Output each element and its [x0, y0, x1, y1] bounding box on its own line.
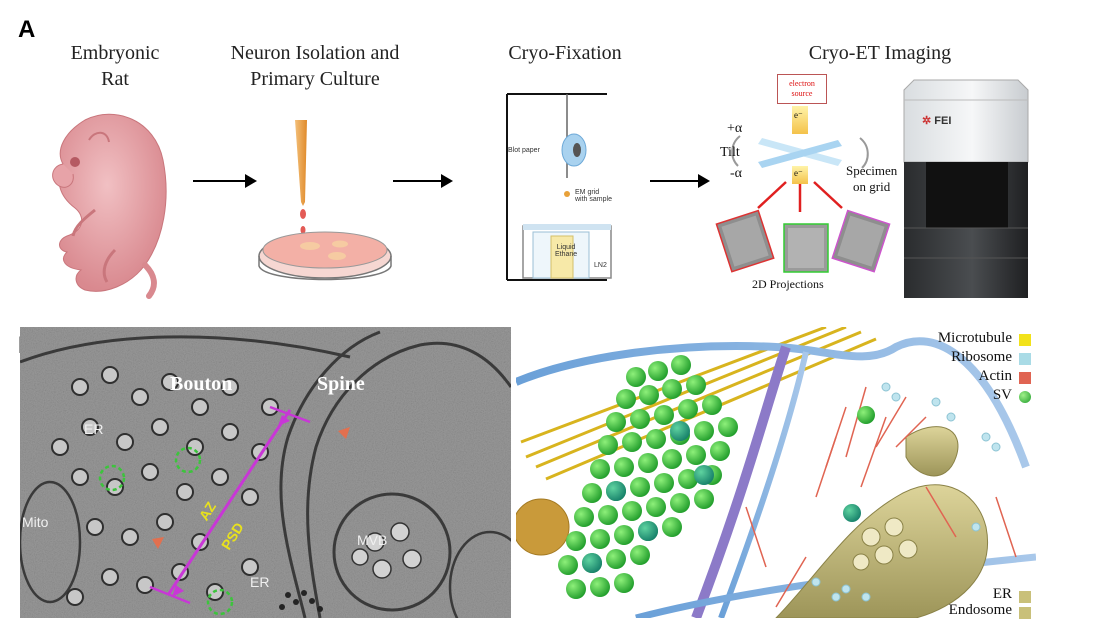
- cryo-fixation-apparatus: [506, 93, 612, 281]
- label-specimen-line2: on grid: [853, 179, 891, 194]
- legend-label-ribosome: Ribosome: [951, 349, 1012, 365]
- em-label-mvb: MVB: [357, 532, 388, 548]
- electron-symbol-bottom: e⁻: [794, 168, 803, 178]
- electron-source-box: electron source: [777, 74, 827, 104]
- step-title-neuron-isolation: Neuron Isolation and Primary Culture: [205, 40, 425, 92]
- cryo-em-microscope-illustration: [903, 79, 1029, 298]
- step-title-line1: Embryonic: [70, 42, 160, 64]
- step-title-cryo-et: Cryo-ET Imaging: [780, 40, 980, 66]
- em-label-er-top: ER: [84, 421, 104, 437]
- panel-a-letter: A: [18, 16, 36, 43]
- fei-logo-icon: ✲: [922, 115, 932, 127]
- rat-embryo-illustration: [52, 113, 167, 299]
- step-title-line1: Cryo-ET Imaging: [808, 42, 952, 64]
- legend-label-er: ER: [992, 586, 1012, 602]
- legend-swatch-endosome: [1019, 607, 1031, 619]
- step-title-cryo-fixation: Cryo-Fixation: [480, 40, 650, 66]
- em-tomogram-slice: [20, 327, 511, 618]
- legend-label-sv: SV: [992, 387, 1012, 403]
- label-minus-alpha: -α: [730, 166, 742, 181]
- flow-arrow-1: [193, 174, 257, 188]
- label-em-grid: EM grid with sample: [575, 189, 612, 203]
- electron-source-line2: source: [791, 89, 813, 98]
- electron-symbol-top: e⁻: [794, 110, 803, 120]
- step-title-line1: Neuron Isolation and: [230, 42, 400, 64]
- label-specimen-line1: Specimen: [846, 163, 898, 178]
- step-title-line2: Rat: [101, 68, 129, 90]
- label-em-grid-line1: EM grid: [575, 189, 600, 196]
- label-liquid-ethane: Liquid Ethane: [555, 244, 577, 258]
- em-label-mito: Mito: [22, 514, 49, 530]
- step-title-line1: Cryo-Fixation: [508, 42, 622, 64]
- legend-swatch-microtubule: [1019, 334, 1031, 346]
- label-tilt: Tilt: [720, 145, 740, 160]
- label-2d-projections: 2D Projections: [752, 277, 824, 291]
- em-label-spine: Spine: [317, 373, 365, 395]
- legend-swatch-er: [1019, 591, 1031, 603]
- tilt-series-schematic: [715, 106, 891, 273]
- label-specimen-on-grid: Specimen on grid: [846, 163, 897, 195]
- label-blot-paper: Blot paper: [508, 147, 540, 154]
- legend-swatch-ribosome: [1019, 353, 1031, 365]
- step-title-line2: Primary Culture: [250, 68, 380, 90]
- em-label-er-bottom: ER: [250, 574, 270, 590]
- culture-dish-illustration: [258, 120, 392, 281]
- em-label-bouton: Bouton: [170, 373, 233, 395]
- label-ethane: Ethane: [555, 251, 578, 258]
- microscope-brand-logo: ✲ FEI: [922, 114, 951, 127]
- electron-source-line1: electron: [789, 79, 815, 88]
- legend-swatch-sv: [1019, 391, 1031, 403]
- segmentation-3d-rendering: [516, 327, 1036, 618]
- step-title-embryonic-rat: Embryonic Rat: [40, 40, 190, 92]
- legend-label-microtubule: Microtubule: [937, 330, 1012, 346]
- label-liquid: Liquid: [556, 244, 576, 251]
- label-ln2: LN2: [594, 262, 607, 269]
- legend-label-endosome: Endosome: [948, 602, 1012, 618]
- legend-label-actin: Actin: [978, 368, 1012, 384]
- label-plus-alpha: +α: [727, 121, 743, 136]
- legend-swatch-actin: [1019, 372, 1031, 384]
- label-em-grid-line2: with sample: [575, 196, 612, 203]
- microscope-brand-text: FEI: [934, 115, 952, 127]
- flow-arrow-2: [393, 174, 453, 188]
- flow-arrow-3: [650, 174, 710, 188]
